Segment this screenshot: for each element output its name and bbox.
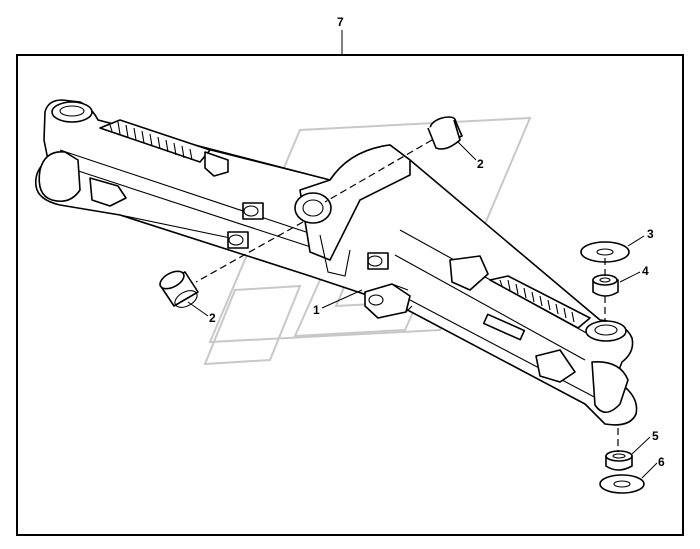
callout-2-lower: 2 xyxy=(209,311,216,325)
assembly-frame xyxy=(16,54,684,536)
spacer-top xyxy=(592,274,619,297)
callout-4: 4 xyxy=(642,264,649,278)
bushing-bottom xyxy=(605,450,633,471)
leader-lines xyxy=(187,30,658,479)
bushing-lower xyxy=(159,270,199,308)
callout-5: 5 xyxy=(652,429,659,443)
axle-housing xyxy=(34,99,638,426)
callout-3: 3 xyxy=(647,227,654,241)
callout-7: 7 xyxy=(337,15,344,29)
callout-2-upper: 2 xyxy=(477,157,484,171)
alignment-lines xyxy=(195,139,619,452)
callout-6: 6 xyxy=(658,455,665,469)
washer-bottom xyxy=(599,474,645,494)
washer-top xyxy=(580,241,630,263)
callout-1: 1 xyxy=(313,303,320,317)
bushing-upper xyxy=(427,116,463,150)
